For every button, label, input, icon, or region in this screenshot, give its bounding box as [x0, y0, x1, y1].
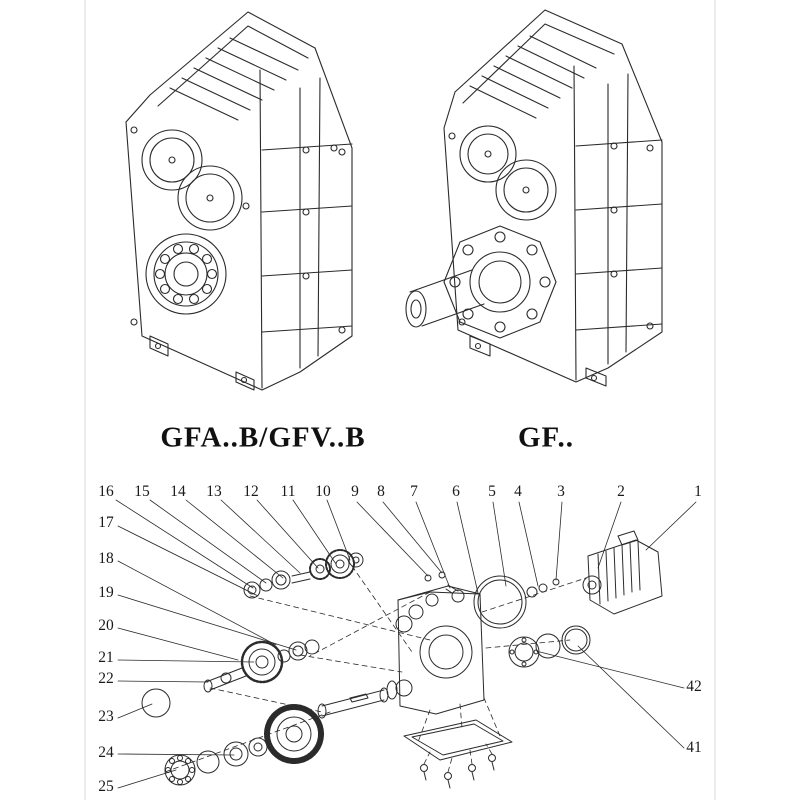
part-callout-19: 19: [98, 584, 114, 601]
part-callout-42: 42: [686, 678, 702, 695]
page-edge-left: [84, 0, 86, 800]
gearbox-isometric-right: [405, 9, 663, 387]
part-callout-25: 25: [98, 778, 114, 795]
part-callout-24: 24: [98, 744, 114, 761]
model-label-gf: GF..: [517, 421, 575, 454]
part-callout-3: 3: [557, 483, 565, 500]
part-callout-22: 22: [98, 670, 114, 687]
assembly-axis-lines: [164, 565, 587, 773]
part-callout-2: 2: [617, 483, 625, 500]
part-callout-12: 12: [243, 483, 259, 500]
motor-side-parts: [473, 530, 663, 668]
part-callout-18: 18: [98, 550, 114, 567]
part-callout-7: 7: [410, 483, 418, 500]
part-callout-16: 16: [98, 483, 114, 500]
leader-lines: [115, 499, 697, 789]
part-callout-5: 5: [488, 483, 496, 500]
part-callout-8: 8: [377, 483, 385, 500]
page-edge-right: [714, 0, 716, 800]
part-callout-23: 23: [98, 708, 114, 725]
output-shaft-parts: [164, 687, 389, 786]
part-callout-1: 1: [694, 483, 702, 500]
gasket-and-screws: [403, 719, 513, 789]
part-callout-41: 41: [686, 739, 702, 756]
part-callout-14: 14: [170, 483, 186, 500]
part-callout-10: 10: [315, 483, 331, 500]
part-callout-13: 13: [206, 483, 222, 500]
fastener-parts: [424, 571, 459, 594]
part-callout-21: 21: [98, 649, 114, 666]
part-callout-6: 6: [452, 483, 460, 500]
housing: [386, 585, 485, 715]
part-callout-20: 20: [98, 617, 114, 634]
input-shaft-parts: [243, 549, 364, 599]
part-callout-15: 15: [134, 483, 150, 500]
part-callout-4: 4: [514, 483, 522, 500]
exploded-parts-diagram: [115, 499, 697, 789]
part-callout-9: 9: [351, 483, 359, 500]
part-callout-11: 11: [280, 483, 296, 500]
gearbox-isometric-left: [125, 11, 353, 391]
model-label-gfab-gfvb: GFA..B/GFV..B: [160, 421, 366, 454]
part-callout-17: 17: [98, 514, 114, 531]
